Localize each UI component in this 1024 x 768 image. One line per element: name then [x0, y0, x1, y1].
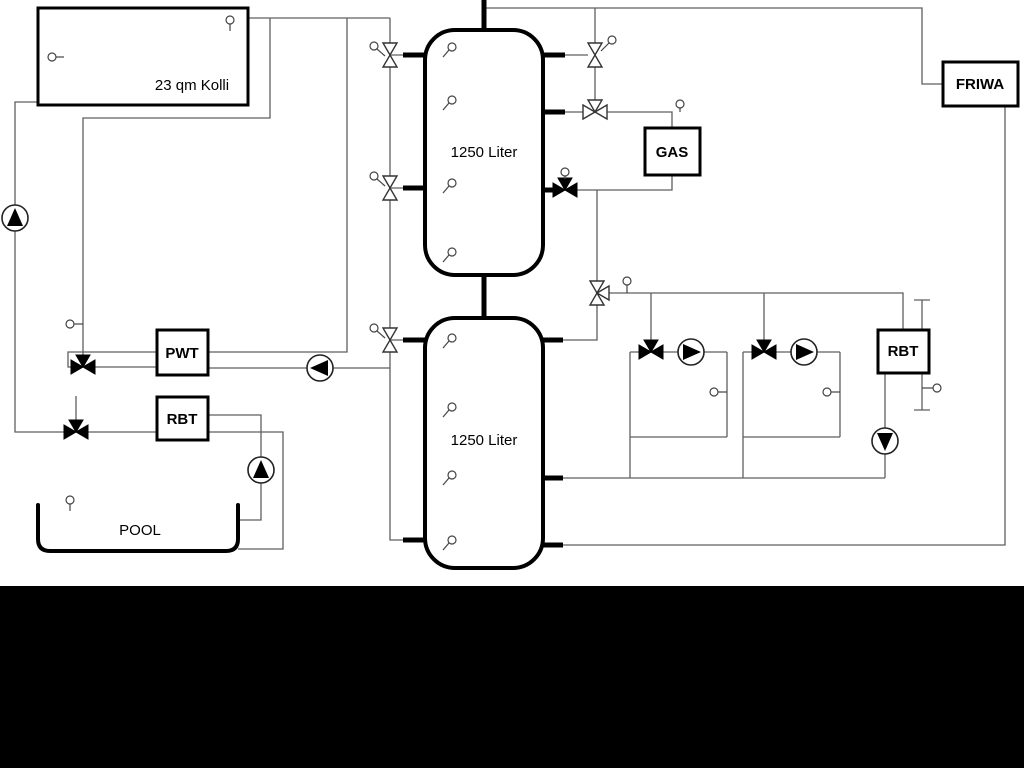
solar-line-sensor-icon	[65, 319, 83, 329]
tank-layer-valve-3-icon	[381, 327, 399, 353]
buffer-tank-top-label: 1250 Liter	[451, 144, 518, 161]
solar-collector: 23 qm Kolli	[36, 6, 250, 107]
manifold-sensor-icon	[622, 276, 632, 293]
loop1-sensor-icon	[709, 387, 727, 397]
pipes-thick	[403, 0, 565, 548]
rbt-riser-sensor-icon	[922, 383, 942, 393]
pipe-pool-loop-a	[208, 414, 262, 521]
tank2-sensor-2-icon	[442, 402, 457, 418]
heating-pump-1-icon	[677, 338, 705, 366]
pipe-loop1-frame	[629, 352, 728, 478]
buffer-tank-top: 1250 Liter	[423, 28, 545, 277]
solar-collector-body	[36, 6, 250, 107]
pool-pump-icon	[247, 456, 275, 484]
valve2-sensor-icon	[369, 171, 386, 187]
pipe-loop-drops	[650, 293, 765, 340]
buffer-tank-bottom-label: 1250 Liter	[451, 432, 518, 449]
pipes-thin	[14, 7, 1006, 550]
friwa-station: FRIWA	[941, 60, 1020, 108]
tank1-sensor-3-icon	[442, 178, 457, 194]
rbt-heat-exchanger-left: RBT	[155, 395, 210, 442]
pipe-gas-supply	[565, 111, 673, 128]
rbt-mixing-valve-icon	[63, 419, 89, 440]
pipe-manifold-stubs	[390, 54, 403, 341]
pool-basin-body	[36, 503, 240, 553]
gas-line-sensor-icon	[675, 99, 685, 112]
boiler-valve-sensor-icon	[600, 35, 617, 52]
pipe-top-run-friwa	[484, 7, 943, 85]
gas-boiler: GAS	[643, 126, 702, 177]
rbt-heat-exchanger-left-label: RBT	[167, 411, 198, 428]
collector-sensor-icon	[225, 15, 235, 31]
pipe-midriser-right	[563, 190, 598, 341]
gas-boiler-label: GAS	[656, 144, 689, 161]
tank1-sensor-1-icon	[442, 42, 457, 58]
heating-circuit-1-valve-icon	[638, 339, 664, 360]
pool-sensor-icon	[65, 495, 75, 511]
tank-valve-sensor-icon	[560, 167, 570, 179]
pwt-mixing-valve-icon	[70, 354, 96, 375]
tank-layer-valve-2-icon	[381, 175, 399, 201]
friwa-station-label: FRIWA	[956, 76, 1004, 93]
pipe-collector-return	[82, 18, 271, 356]
pumps	[1, 204, 899, 484]
heating-pump-2-icon	[790, 338, 818, 366]
charge-pump-icon	[306, 354, 334, 382]
tank2-sensor-1-icon	[442, 333, 457, 349]
valve3-sensor-icon	[369, 323, 386, 339]
pool-basin: POOL	[36, 503, 240, 553]
pool-basin-label: POOL	[119, 522, 161, 539]
pwt-heat-exchanger: PWT	[155, 328, 210, 377]
pipe-heating-manifold	[609, 292, 904, 330]
loop2-sensor-icon	[822, 387, 840, 397]
friwa-station-body	[941, 60, 1020, 108]
collector-left-sensor-icon	[47, 52, 64, 62]
pipe-pwt-left-loop	[67, 351, 157, 368]
valves	[63, 42, 777, 440]
bottom-black-band	[0, 586, 1024, 768]
manifold-three-way-valve-icon	[588, 280, 610, 306]
pipe-riser-left	[208, 18, 348, 353]
pipe-pool-loop-b	[208, 431, 284, 550]
pipe-loop2-frame	[742, 352, 841, 478]
buffer-tank-bottom-body	[423, 316, 545, 570]
pipe-gas-return	[577, 175, 673, 191]
tank1-sensor-4-icon	[442, 247, 457, 263]
solar-pump-icon	[1, 204, 29, 232]
pipe-friwa-cold	[563, 106, 1006, 546]
rbt-heat-exchanger-left-body	[155, 395, 210, 442]
tank-layer-valve-1-icon	[381, 42, 399, 68]
tank2-sensor-3-icon	[442, 470, 457, 486]
rbt-heat-exchanger-right-label: RBT	[888, 343, 919, 360]
rbt-heat-exchanger-right: RBT	[876, 328, 931, 375]
valve1-sensor-icon	[369, 41, 386, 57]
buffer-tank-top-body	[423, 28, 545, 277]
buffer-tank-bottom: 1250 Liter	[423, 316, 545, 570]
pwt-heat-exchanger-body	[155, 328, 210, 377]
sensors	[47, 15, 942, 551]
heating-circuit-2-valve-icon	[751, 339, 777, 360]
pwt-heat-exchanger-label: PWT	[165, 345, 198, 362]
rbt-pump-icon	[871, 427, 899, 455]
rbt-heat-exchanger-right-body	[876, 328, 931, 375]
tank2-sensor-4-icon	[442, 535, 457, 551]
tank1-sensor-2-icon	[442, 95, 457, 111]
solar-collector-label: 23 qm Kolli	[155, 77, 229, 94]
boiler-top-valve-icon	[586, 42, 604, 68]
pipe-solar-left-line	[14, 101, 64, 433]
boiler-three-way-valve-icon	[582, 99, 608, 121]
gas-boiler-body	[643, 126, 702, 177]
